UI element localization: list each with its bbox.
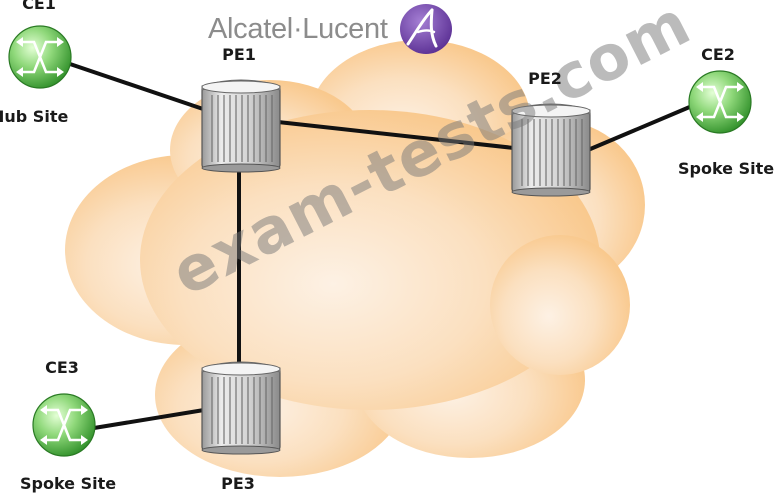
ce3-label: CE3	[45, 358, 79, 377]
link-pe1-pe2	[276, 120, 516, 150]
ce1-site-label: Hub Site	[0, 107, 69, 126]
alcatel-lucent-mark-icon	[399, 4, 452, 54]
pe2-label: PE2	[528, 69, 562, 88]
pe3-label: PE3	[221, 474, 255, 493]
logo-text: Alcatel·Lucent	[208, 12, 388, 45]
pe1-label: PE1	[222, 45, 256, 64]
ce1-label: CE1	[22, 0, 56, 13]
ce2-router-icon[interactable]	[687, 69, 753, 135]
ce1-router-icon[interactable]	[7, 24, 73, 90]
pe1-switch-icon[interactable]	[201, 79, 281, 173]
ce2-site-label: Spoke Site	[678, 159, 775, 178]
ce3-router-icon[interactable]	[31, 392, 97, 458]
ce3-site-label: Spoke Site	[20, 474, 117, 493]
link-pe2-ce2	[586, 104, 694, 152]
ce2-label: CE2	[701, 45, 735, 64]
pe3-switch-icon[interactable]	[201, 361, 281, 455]
alcatel-lucent-logo: Alcatel·Lucent	[208, 2, 454, 56]
link-pe3-ce3	[92, 408, 206, 430]
link-ce1-pe1	[68, 62, 208, 112]
links	[68, 62, 694, 430]
